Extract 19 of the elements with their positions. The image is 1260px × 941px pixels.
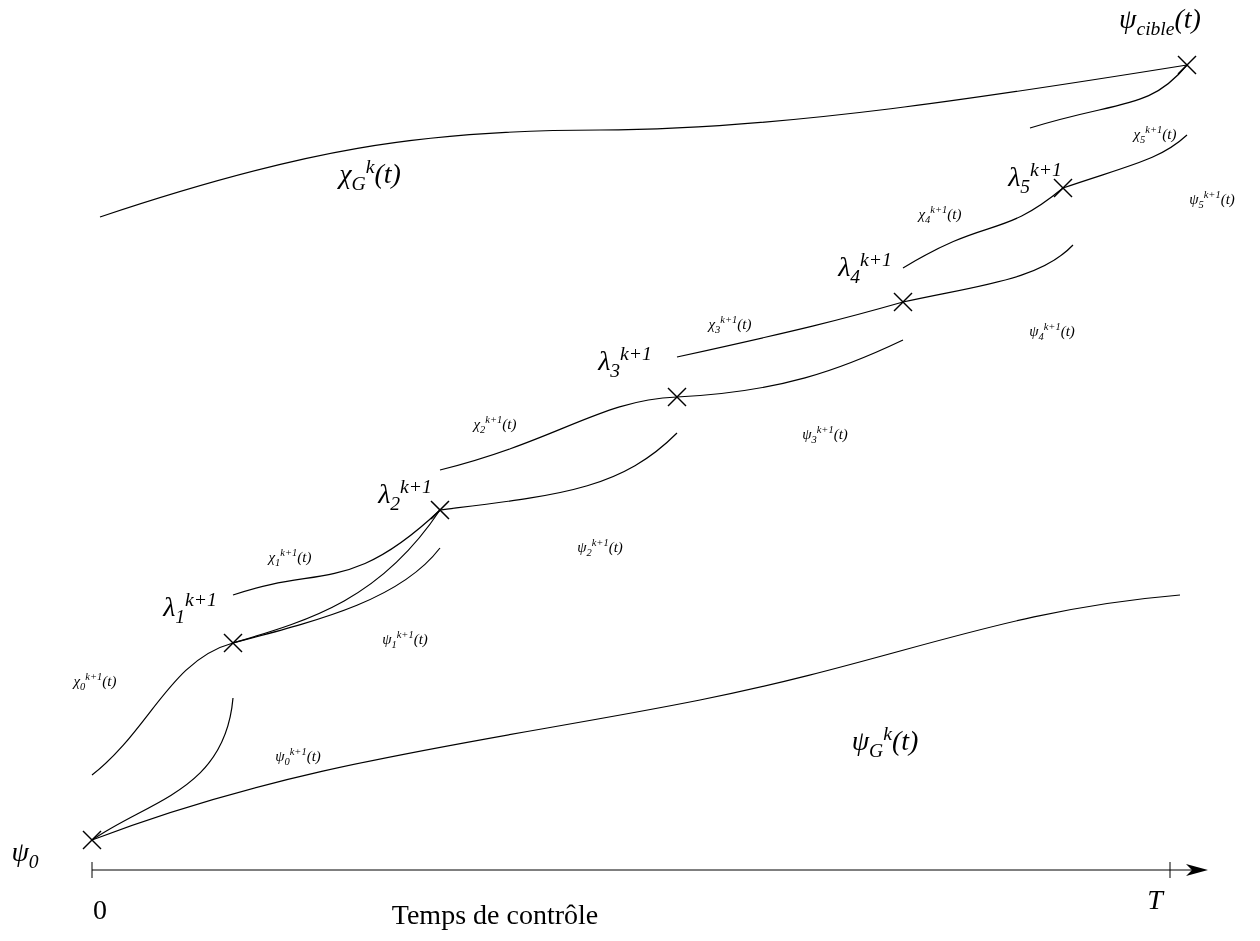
curve-label: χ$_{5}$$^{k+1}$(t): [1133, 124, 1177, 146]
curve-label: ψ$_{0}$$^{k+1}$(t): [275, 746, 321, 768]
axis-title: Temps de contrôle: [391, 901, 599, 929]
curve-label: ψ$_{2}$$^{k+1}$(t): [577, 537, 623, 559]
axis-tick-label: T: [1147, 886, 1163, 914]
variable-label: ψ$_{0}$: [11, 838, 39, 872]
curve-label: χ$_{1}$$^{k+1}$(t): [268, 547, 312, 569]
math-label: ψ$_{G}$$^{k}$(t): [851, 723, 919, 761]
curve-label: ψ$_{1}$$^{k+1}$(t): [382, 629, 428, 651]
curve-label: χ$_{4}$$^{k+1}$(t): [918, 204, 962, 226]
math-label: χ$_{G}$$^{k}$(t): [339, 156, 401, 194]
curve-label: χ$_{0}$$^{k+1}$(t): [73, 671, 117, 693]
axis-tick-label: 0: [93, 896, 107, 924]
curve-label: χ$_{3}$$^{k+1}$(t): [708, 314, 752, 336]
math-label: ψ$_{cible}$(t): [1119, 5, 1201, 39]
curve-label: ψ$_{4}$$^{k+1}$(t): [1029, 321, 1075, 343]
curve-label: ψ$_{3}$$^{k+1}$(t): [802, 424, 848, 446]
curve-label: χ$_{2}$$^{k+1}$(t): [473, 414, 517, 436]
curve-label: ψ$_{5}$$^{k+1}$(t): [1189, 189, 1235, 211]
